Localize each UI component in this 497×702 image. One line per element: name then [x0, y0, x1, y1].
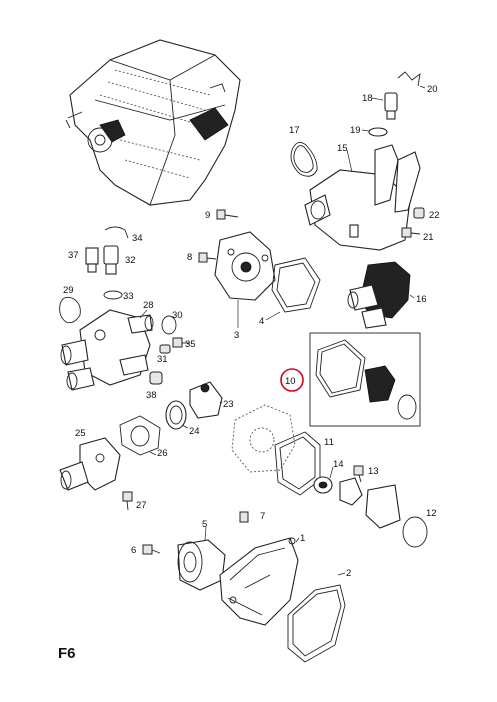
callout-4: 4 — [259, 316, 264, 327]
callout-11: 11 — [324, 437, 334, 448]
engine-block-illustration — [65, 39, 241, 206]
highlight-circle — [280, 368, 304, 392]
callout-31: 31 — [157, 354, 168, 365]
callout-34: 34 — [132, 233, 143, 244]
page-code: F6 — [58, 645, 76, 662]
callout-2: 2 — [346, 568, 351, 579]
part-31-nut: 31 — [157, 344, 171, 365]
part-20-retaining-clip: 20 — [397, 71, 438, 95]
part-28-coolant-housing: 28 — [60, 300, 154, 391]
callout-12: 12 — [426, 508, 437, 519]
callout-21: 21 — [423, 232, 434, 243]
part-5-pulley: 5 — [177, 519, 226, 591]
part-34-clip: 34 — [104, 226, 143, 244]
callout-37: 37 — [68, 250, 79, 261]
callout-38: 38 — [146, 390, 157, 401]
callout-28: 28 — [143, 300, 154, 311]
part-26-gasket: 26 — [119, 415, 168, 459]
part-38-cap: 38 — [146, 371, 163, 401]
callout-26: 26 — [157, 448, 168, 459]
part-17-gasket: 17 — [289, 125, 318, 177]
part-33-seal-ring: 33 — [103, 290, 134, 302]
part-15-thermostat-housing: 15 — [304, 143, 421, 251]
callout-13: 13 — [368, 466, 379, 477]
part-7-bolt: 7 — [239, 511, 265, 523]
part-14-impeller: 14 — [313, 459, 344, 494]
callout-7: 7 — [260, 511, 265, 522]
callout-20: 20 — [427, 84, 438, 95]
callout-10: 10 — [285, 376, 296, 387]
part-19-seal-ring: 19 — [350, 125, 388, 137]
callout-25: 25 — [75, 428, 86, 439]
part-3-water-pump: 3 — [214, 231, 276, 341]
part-2-gasket: 2 — [287, 568, 351, 663]
callout-29: 29 — [63, 285, 74, 296]
callout-23: 23 — [223, 399, 234, 410]
part-9-bolt: 9 — [205, 209, 239, 221]
part-10-kit-box: 10 — [280, 332, 421, 427]
callout-19: 19 — [350, 125, 361, 136]
part-4-pump-gasket: 4 — [259, 257, 321, 327]
part-29-gasket: 29 — [59, 285, 81, 324]
part-37-sensor: 37 — [68, 247, 99, 273]
part-13-bolt: 13 — [353, 465, 379, 483]
part-22-bolt: 22 — [413, 207, 440, 221]
part-16-thermostat-assembly: 16 — [347, 261, 427, 329]
callout-3: 3 — [234, 330, 239, 341]
callout-35: 35 — [185, 339, 196, 350]
part-24-gasket: 24 — [165, 400, 200, 437]
callout-24: 24 — [189, 426, 200, 437]
callout-15: 15 — [337, 143, 348, 154]
part-23-thermostat: 23 — [189, 381, 234, 419]
callout-1: 1 — [300, 533, 305, 544]
part-12-seal-ring: 12 — [402, 508, 437, 548]
callout-17: 17 — [289, 125, 300, 136]
callout-27: 27 — [136, 500, 147, 511]
callout-5: 5 — [202, 519, 207, 530]
callout-33: 33 — [123, 291, 134, 302]
part-pump-body-small — [339, 477, 401, 529]
part-32-sensor: 32 — [103, 245, 136, 275]
callout-16: 16 — [416, 294, 427, 305]
reference-housing-outline — [231, 404, 296, 473]
callout-8: 8 — [187, 252, 192, 263]
callout-30: 30 — [172, 310, 183, 321]
callout-32: 32 — [125, 255, 136, 266]
part-18-temperature-sensor: 18 — [362, 92, 398, 120]
part-6-bolt: 6 — [131, 544, 161, 556]
callout-14: 14 — [333, 459, 344, 470]
callout-18: 18 — [362, 93, 373, 104]
part-25-coolant-outlet: 25 — [59, 428, 121, 491]
callout-6: 6 — [131, 545, 136, 556]
callout-22: 22 — [429, 210, 440, 221]
part-27-bolt: 27 — [122, 491, 147, 511]
part-8-bolt: 8 — [187, 252, 217, 263]
part-21-bolt: 21 — [401, 227, 434, 243]
part-30-seal-ring: 30 — [161, 310, 183, 335]
part-1-pump-housing: 1 — [219, 533, 305, 626]
callout-9: 9 — [205, 210, 210, 221]
part-35-bolt: 35 — [172, 337, 196, 350]
